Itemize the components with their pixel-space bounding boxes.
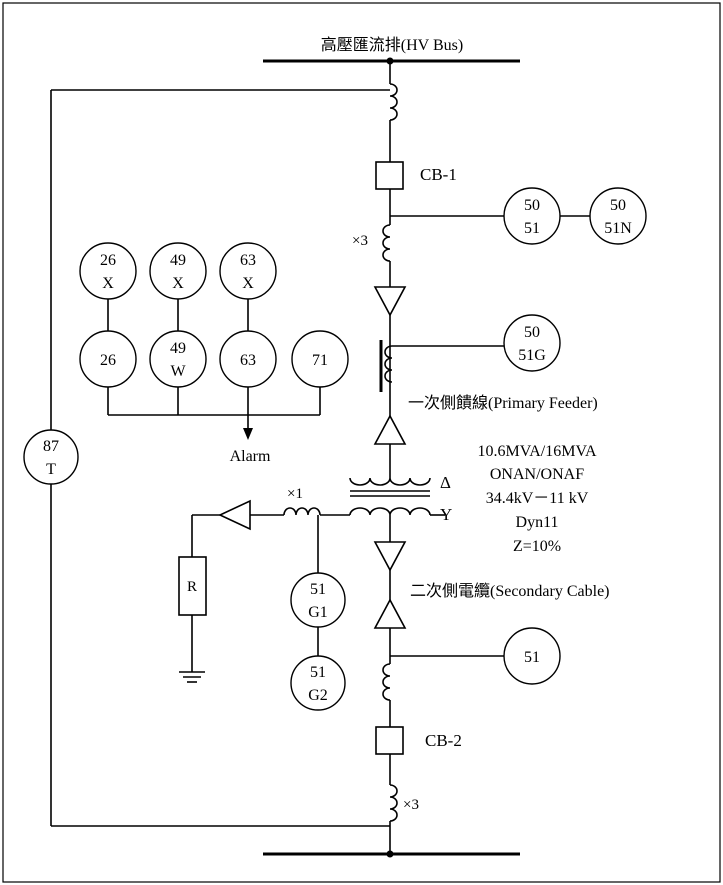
transformer-cooling: ONAN/ONAF	[490, 466, 584, 483]
relay-87t-bottom: T	[46, 461, 56, 478]
transformer-impedance: Z=10%	[513, 538, 561, 555]
relay-26x-bottom: X	[102, 275, 114, 292]
relay-26x: 26 X	[79, 242, 137, 300]
hv-bus-label: 高壓匯流排(HV Bus)	[321, 36, 463, 54]
relay-51g1: 51 G1	[290, 572, 346, 628]
transformer-wye-symbol: Y	[440, 505, 452, 524]
cb1-label: CB-1	[420, 165, 457, 184]
ct-87-hv-coil	[389, 83, 398, 121]
transformer-nameplate: 10.6MVA/16MVA ONAN/ONAF 34.4kV－11 kV Dyn…	[478, 443, 597, 555]
relay-26-text: 26	[100, 352, 116, 369]
ct-51-coil	[382, 663, 391, 701]
secondary-terminal-bottom	[373, 598, 407, 629]
relay-50-51g-top: 50	[524, 324, 540, 341]
transformer-voltage: 34.4kV－11 kV	[486, 490, 589, 507]
cb2-breaker	[375, 726, 404, 755]
relay-26x-top: 26	[100, 252, 116, 269]
relay-50-51n-bottom: 51N	[604, 220, 632, 237]
relay-51g2: 51 G2	[290, 655, 346, 711]
relay-71: 71	[291, 330, 349, 388]
primary-terminal-top	[373, 286, 407, 317]
relay-51-text: 51	[524, 649, 540, 666]
relay-49x-top: 49	[170, 252, 186, 269]
relay-49x-bottom: X	[172, 275, 184, 292]
relay-50-51n: 50 51N	[589, 187, 647, 245]
cb2-label: CB-2	[425, 731, 462, 750]
relay-63-text: 63	[240, 352, 256, 369]
relay-71-text: 71	[312, 352, 328, 369]
relay-63x: 63 X	[219, 242, 277, 300]
relay-63x-bottom: X	[242, 275, 254, 292]
transformer-vector-group: Dyn11	[516, 514, 559, 531]
relay-49w: 49 W	[149, 330, 207, 388]
relay-63x-top: 63	[240, 252, 256, 269]
relay-87t-top: 87	[43, 438, 59, 455]
relay-50-51-top: 50	[524, 197, 540, 214]
relay-26: 26	[79, 330, 137, 388]
secondary-terminal-top	[373, 541, 407, 572]
transformer-rating: 10.6MVA/16MVA	[478, 443, 597, 460]
resistor-label: R	[187, 579, 197, 595]
relay-51g2-bottom: G2	[308, 687, 328, 704]
ct-neutral-multiplier: ×1	[287, 486, 303, 502]
transformer-secondary-winding	[349, 507, 431, 516]
relay-49w-bottom: W	[170, 363, 186, 380]
relay-50-51n-top: 50	[610, 197, 626, 214]
alarm-arrow-head	[243, 428, 253, 440]
transformer-primary-winding	[349, 477, 431, 486]
secondary-cable-label: 二次側電纜(Secondary Cable)	[410, 581, 610, 600]
relay-49x: 49 X	[149, 242, 207, 300]
relay-50-51g-bottom: 51G	[518, 347, 546, 364]
relay-50-51-bottom: 51	[524, 220, 540, 237]
ct-bottom-multiplier: ×3	[403, 797, 419, 813]
primary-terminal-bottom	[373, 414, 407, 445]
relay-51g1-top: 51	[310, 581, 326, 598]
relay-63: 63	[219, 330, 277, 388]
relay-50-51g: 50 51G	[503, 314, 561, 372]
ct-top-multiplier: ×3	[352, 233, 368, 249]
relay-51g2-top: 51	[310, 664, 326, 681]
neutral-terminal	[218, 499, 251, 531]
relay-51g1-bottom: G1	[308, 604, 328, 621]
primary-feeder-label: 一次側饋線(Primary Feeder)	[408, 394, 598, 412]
transformer-delta-symbol: Δ	[440, 473, 451, 492]
relay-50-51: 50 51	[503, 187, 561, 245]
ground-icon	[179, 671, 205, 683]
alarm-label: Alarm	[230, 448, 271, 465]
ct-87-lv-coil	[389, 784, 398, 822]
cb1-breaker	[375, 161, 404, 190]
relay-51: 51	[503, 627, 561, 685]
ct-neutral-coil	[283, 507, 321, 516]
relay-87t: 87 T	[23, 429, 79, 485]
relay-49w-top: 49	[170, 340, 186, 357]
ct-top-coil	[382, 224, 391, 262]
zs-ct-coil	[384, 345, 393, 383]
